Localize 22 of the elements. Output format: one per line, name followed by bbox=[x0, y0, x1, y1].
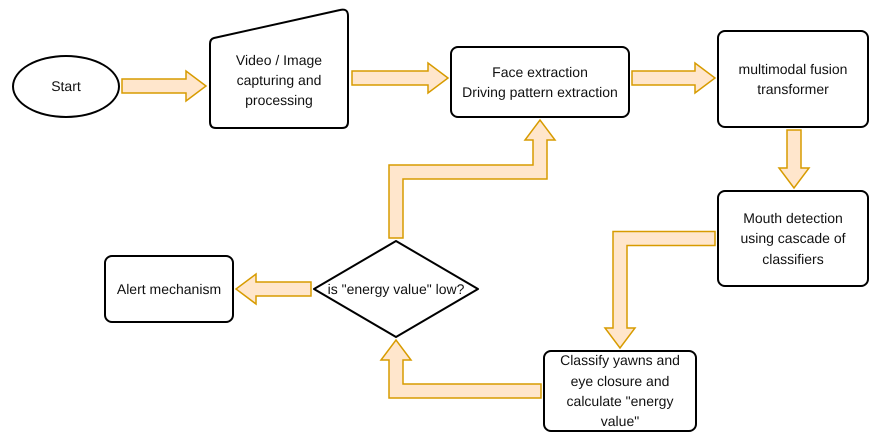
block-arrow bbox=[778, 129, 810, 190]
process-box bbox=[104, 255, 234, 323]
block-arrow bbox=[351, 62, 450, 94]
node-label: Mouth detection using cascade of classifiers bbox=[739, 209, 847, 269]
node-label: Alert mechanism bbox=[116, 280, 222, 299]
node-label: Face extraction bbox=[492, 62, 588, 82]
block-arrow bbox=[234, 272, 312, 306]
block-arrow bbox=[380, 338, 542, 399]
node-label: Driving pattern extraction bbox=[462, 83, 618, 102]
node-label: Video / Image capturing and processing bbox=[234, 50, 324, 110]
node-label: Classify yawns and eye closure and calculate "energy value" bbox=[559, 351, 681, 432]
node-label: is "energy value" low? bbox=[328, 280, 464, 299]
block-arrow bbox=[121, 70, 208, 102]
process-box bbox=[717, 190, 869, 287]
block-arrow bbox=[388, 118, 556, 239]
process-box bbox=[543, 350, 697, 432]
block-arrow bbox=[631, 62, 716, 94]
node-label: Start bbox=[51, 77, 81, 96]
process-box bbox=[717, 30, 869, 128]
node-label: multimodal fusion transformer bbox=[738, 60, 848, 99]
block-arrow bbox=[604, 230, 716, 350]
process-box bbox=[450, 46, 630, 118]
